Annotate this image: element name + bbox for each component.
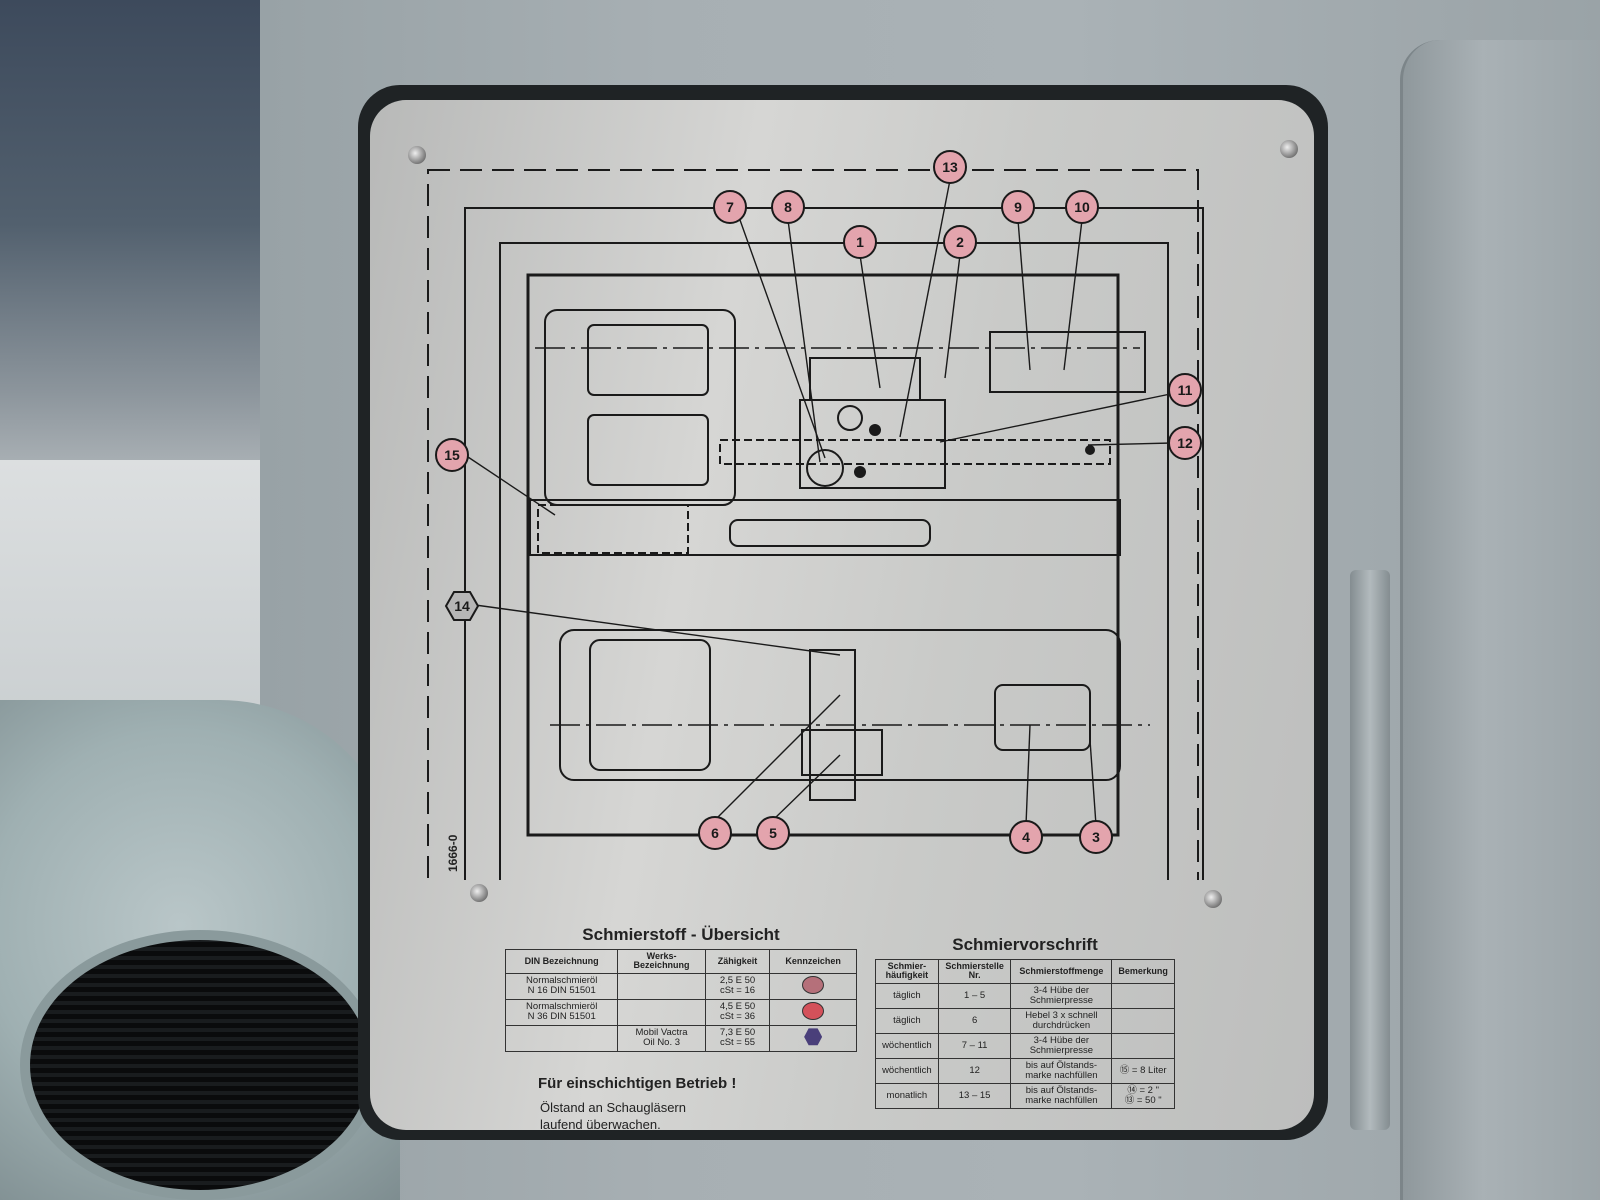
schedule-table: Schmier- häufigkeit Schmierstelle Nr. Sc… xyxy=(875,959,1175,1109)
table-row: Normalschmieröl N 36 DIN 51501 4,5 E 50 … xyxy=(504,998,857,1026)
svg-text:7: 7 xyxy=(726,199,734,215)
callout-9: 9 xyxy=(1001,190,1035,224)
callout-4: 4 xyxy=(1009,820,1043,854)
oil-sump xyxy=(537,504,689,554)
svg-text:10: 10 xyxy=(1074,199,1090,215)
table-row: Mobil Vactra Oil No. 3 7,3 E 50 cSt = 55 xyxy=(504,1024,857,1052)
callout-2: 2 xyxy=(943,225,977,259)
svg-text:6: 6 xyxy=(711,825,719,841)
svg-text:4: 4 xyxy=(1022,829,1030,845)
callout-6: 6 xyxy=(698,816,732,850)
svg-text:13: 13 xyxy=(942,159,958,175)
callout-group: 7 8 13 9 10 1 2 11 12 15 6 5 4 3 14 xyxy=(435,150,1202,854)
col-header: Werks- Bezeichnung xyxy=(617,949,706,974)
door-hinge xyxy=(1350,570,1390,1130)
lubricant-overview: Schmierstoff - Übersicht DIN Bezeichnung… xyxy=(504,925,857,1052)
callout-15: 15 xyxy=(435,438,469,472)
plate-screw xyxy=(1204,890,1222,908)
lathe-lubrication-diagram: 7 8 13 9 10 1 2 11 12 15 6 5 4 3 14 xyxy=(427,150,1204,880)
svg-text:1: 1 xyxy=(856,234,864,250)
callout-11: 11 xyxy=(1168,373,1202,407)
lubricant-title: Schmierstoff - Übersicht xyxy=(582,925,780,944)
svg-text:12: 12 xyxy=(1177,435,1193,451)
plate-screw xyxy=(408,146,426,164)
part-number: 1666-0 xyxy=(446,834,460,872)
svg-text:3: 3 xyxy=(1092,829,1100,845)
callout-1: 1 xyxy=(843,225,877,259)
svg-text:11: 11 xyxy=(1178,382,1193,398)
svg-text:8: 8 xyxy=(784,199,792,215)
svg-text:15: 15 xyxy=(444,447,460,463)
col-header: Schmier- häufigkeit xyxy=(875,959,939,984)
svg-text:5: 5 xyxy=(769,825,777,841)
callout-12: 12 xyxy=(1168,426,1202,460)
col-header: Zähigkeit xyxy=(704,949,771,974)
col-header: Schmierstelle Nr. xyxy=(937,959,1012,984)
headstock-shape xyxy=(544,309,736,506)
col-header: Kennzeichen xyxy=(769,949,857,974)
notice-heading: Für einschichtigen Betrieb ! xyxy=(538,1075,737,1092)
frame-line xyxy=(499,242,1169,880)
tailstock-shape xyxy=(989,331,1146,393)
marker-circle-icon xyxy=(802,1001,825,1020)
notice-line: Ölstand an Schaugläsern xyxy=(540,1100,686,1115)
callout-13: 13 xyxy=(933,150,967,184)
marker-circle-icon xyxy=(802,975,825,994)
plate-screw xyxy=(470,884,488,902)
lubricant-table: DIN Bezeichnung Werks- Bezeichnung Zähig… xyxy=(504,949,857,1052)
callout-14: 14 xyxy=(444,591,480,621)
callout-10: 10 xyxy=(1065,190,1099,224)
sight-glass-icon xyxy=(869,424,881,436)
callout-3: 3 xyxy=(1079,820,1113,854)
motor-fan-grill xyxy=(20,930,380,1200)
housing-door xyxy=(1400,40,1600,1200)
table-row: Normalschmieröl N 16 DIN 51501 2,5 E 50 … xyxy=(504,972,857,1000)
notice-line: laufend überwachen. xyxy=(540,1117,661,1132)
callout-5: 5 xyxy=(756,816,790,850)
col-header: Bemerkung xyxy=(1111,959,1175,984)
svg-text:9: 9 xyxy=(1014,199,1022,215)
svg-text:14: 14 xyxy=(454,598,470,614)
lubrication-schedule: Schmiervorschrift Schmier- häufigkeit Sc… xyxy=(875,935,1175,1109)
sight-glass-icon xyxy=(1085,445,1095,455)
svg-text:2: 2 xyxy=(956,234,964,250)
col-header: Schmierstoffmenge xyxy=(1010,959,1113,984)
plate-screw xyxy=(1280,140,1298,158)
schedule-title: Schmiervorschrift xyxy=(952,935,1098,954)
apron-shape xyxy=(799,399,946,489)
lower-lathe-shape xyxy=(559,629,1121,781)
sight-glass-icon xyxy=(854,466,866,478)
frame-line xyxy=(464,207,1204,880)
callout-7: 7 xyxy=(713,190,747,224)
marker-hexagon-icon xyxy=(804,1028,823,1046)
frame-line xyxy=(427,169,1199,880)
callout-8: 8 xyxy=(771,190,805,224)
col-header: DIN Bezeichnung xyxy=(504,949,619,974)
